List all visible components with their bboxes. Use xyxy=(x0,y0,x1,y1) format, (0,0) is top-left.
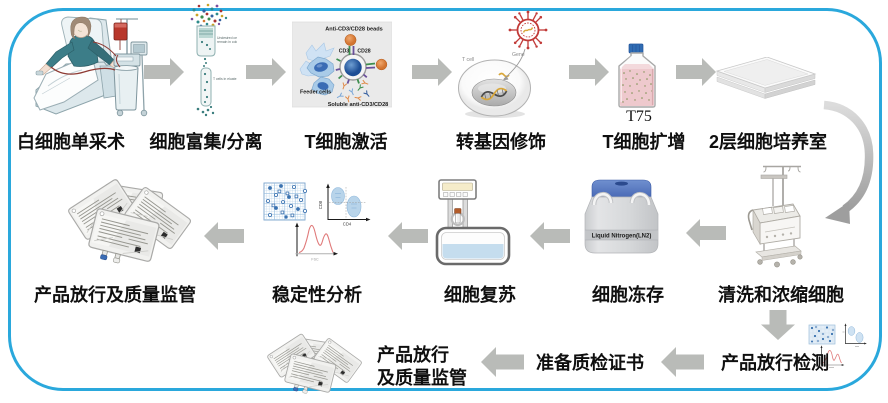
anti-beads-label: Anti-CD3/CD28 beads xyxy=(325,27,383,33)
step-label-stability: 稳定性分析 xyxy=(272,285,362,305)
step-label-leukapheresis: 白细胞单采术 xyxy=(17,132,125,152)
cd8-axis-label: CD8 xyxy=(318,200,323,209)
flow-arrow-9 xyxy=(204,222,244,250)
release-qc-line1: 产品放行 xyxy=(377,345,449,365)
column-note-bottom: T cells in eluate xyxy=(213,77,237,81)
flow-arrow-8 xyxy=(388,222,428,250)
flow-arrow-7 xyxy=(530,222,570,250)
step-label-cryopreservation: 细胞冻存 xyxy=(592,285,664,305)
flow-arrow-1 xyxy=(144,58,184,86)
column-note-top-line2: remain in column xyxy=(217,40,237,44)
border-frame xyxy=(8,8,882,391)
step-label-enrichment: 细胞富集/分离 xyxy=(149,132,263,152)
release-testing-mini-plots xyxy=(808,323,867,368)
tcell-label: T cell xyxy=(462,57,474,63)
step-label-thawing: 细胞复苏 xyxy=(444,285,516,305)
step-label-activation: T细胞激活 xyxy=(304,132,388,152)
t75-label: T75 xyxy=(626,108,652,125)
flow-arrow-11 xyxy=(481,347,524,377)
flow-arrow-down xyxy=(761,310,795,340)
flow-arrow-4 xyxy=(569,58,609,86)
step-label-wash-concentrate: 清洗和浓缩细胞 xyxy=(718,285,844,305)
t75-flask-illustration xyxy=(618,43,656,108)
step-label-release-qc-mid: 产品放行及质量监管 xyxy=(34,285,196,305)
virus-icon xyxy=(508,10,548,50)
two-layer-chamber-illustration xyxy=(715,57,817,99)
release-qc-line2: 及质量监管 xyxy=(377,368,467,388)
hemocytometer-grid xyxy=(263,182,308,221)
fsc-axis-label: FSC xyxy=(311,258,319,262)
cell-washer-illustration xyxy=(747,165,803,268)
curved-flow-arrow xyxy=(823,100,874,224)
ln2-label: Liquid Nitrogen(LN2) xyxy=(592,233,652,239)
flow-arrow-5 xyxy=(676,58,716,86)
cd3-label: CD3 xyxy=(339,49,349,55)
step-label-chamber: 2层细胞培养室 xyxy=(708,132,828,152)
step-label-release-testing: 产品放行检测 xyxy=(721,353,829,373)
column-note-top-line1: Undesired cells xyxy=(217,36,237,40)
flow-arrow-3 xyxy=(412,58,452,86)
cd28-label: CD28 xyxy=(357,49,370,55)
step-label-gene-modification: 转基因修饰 xyxy=(456,132,546,152)
leukapheresis-illustration xyxy=(33,16,148,117)
product-bags-bottom-illustration xyxy=(266,332,363,400)
flow-cytometry-plot: CD8 CD4 xyxy=(318,183,371,227)
step-label-expansion: T细胞扩增 xyxy=(602,132,686,152)
stability-plots-illustration: CD8 CD4 FSC xyxy=(263,182,371,262)
feeder-cells-label: Feeder cells xyxy=(300,90,331,96)
gene-label: Gene xyxy=(512,52,525,58)
cd4-axis-label: CD4 xyxy=(343,222,352,227)
product-bags-illustration xyxy=(66,178,193,270)
separation-column-illustration: Undesired cells remain in column T cells… xyxy=(190,3,237,117)
cell-cloud xyxy=(190,3,228,28)
mini-grid xyxy=(808,324,836,345)
mini-histogram xyxy=(820,345,845,368)
step-label-release-qc-bottom: 产品放行 及质量监管 xyxy=(377,344,467,390)
flow-arrow-10 xyxy=(661,347,704,377)
flow-arrow-6 xyxy=(686,219,726,247)
flow-arrow-2 xyxy=(246,58,286,86)
histogram-plot: FSC xyxy=(295,222,338,262)
tcell-activation-illustration: Anti-CD3/CD28 beads CD3 CD28 Feeder cell… xyxy=(292,21,392,108)
gene-modification-illustration: Gene T cell xyxy=(458,10,548,118)
mini-flow-plot xyxy=(842,323,867,347)
water-bath-illustration xyxy=(435,179,511,266)
step-label-qc-certificate: 准备质检证书 xyxy=(536,353,644,373)
soluble-label: Soluble anti-CD3/CD28 xyxy=(328,102,389,108)
ln2-tank-illustration: Liquid Nitrogen(LN2) xyxy=(584,179,659,254)
